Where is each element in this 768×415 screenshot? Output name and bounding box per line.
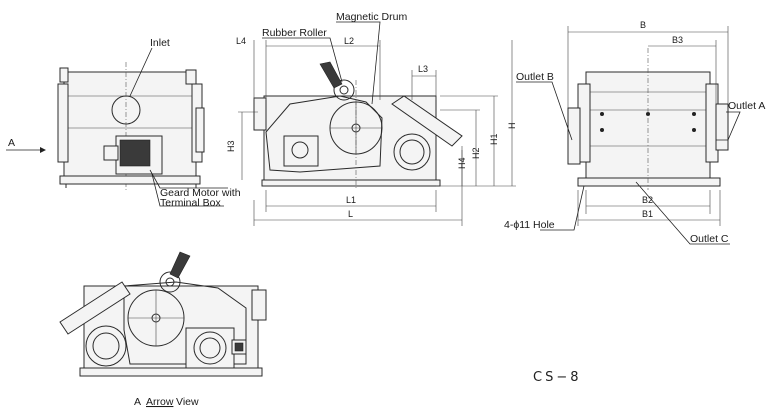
left-end-view: Inlet A Geard Motor with Terminal Box — [6, 37, 241, 209]
model-label: CS−8 — [533, 370, 582, 385]
dim-b2: B2 — [642, 195, 653, 205]
roller-spring — [319, 61, 343, 89]
arrow-view-letter: A — [134, 396, 141, 408]
dim-l2: L2 — [344, 36, 354, 46]
dim-l3: L3 — [418, 64, 428, 74]
dim-h4: H4 — [457, 157, 467, 169]
dim-l1: L1 — [346, 195, 356, 205]
outlet-b-label: Outlet B — [516, 71, 554, 83]
dim-h1: H1 — [489, 133, 499, 145]
dim-l: L — [348, 209, 353, 219]
arrow-view-roller — [159, 271, 181, 293]
inlet-label: Inlet — [150, 37, 170, 49]
outlet-c-label: Outlet C — [690, 233, 729, 245]
dim-b: B — [640, 20, 646, 30]
arrow-view-chute — [59, 281, 131, 335]
dim-b3: B3 — [672, 35, 683, 45]
rubber-roller — [333, 79, 355, 101]
dim-h: H — [507, 123, 517, 130]
middle-side-view: L4 L2 L3 L1 L H3 H4 H2 H1 H Magnetic Dru… — [226, 11, 517, 226]
dim-b1: B1 — [642, 209, 653, 219]
arrow-view-spring — [169, 251, 191, 279]
right-front-view: B B3 B2 B1 Outlet B Outlet A 4-ϕ11 Hole … — [504, 20, 765, 245]
outlet-circle — [393, 133, 431, 171]
hole-label: 4-ϕ11 Hole — [504, 219, 555, 231]
arrow-view-word: Arrow — [146, 396, 174, 408]
dim-h3: H3 — [226, 140, 236, 152]
geared-motor-label: Geard Motor with — [160, 187, 241, 199]
terminal-box-label: Terminal Box — [160, 197, 221, 209]
magnetic-drum-label: Magnetic Drum — [336, 11, 407, 23]
discharge-chute — [391, 95, 463, 147]
arrow-a-label: A — [8, 137, 15, 149]
dim-l4: L4 — [236, 36, 246, 46]
outlet-a-label: Outlet A — [728, 100, 765, 112]
dim-h2: H2 — [471, 147, 481, 159]
arrow-view-outlet — [85, 325, 127, 367]
rubber-roller-label: Rubber Roller — [262, 27, 327, 39]
arrow-view: A Arrow View — [59, 251, 267, 408]
arrow-view-suffix: View — [176, 396, 199, 408]
arrow-view-motor — [185, 327, 235, 369]
